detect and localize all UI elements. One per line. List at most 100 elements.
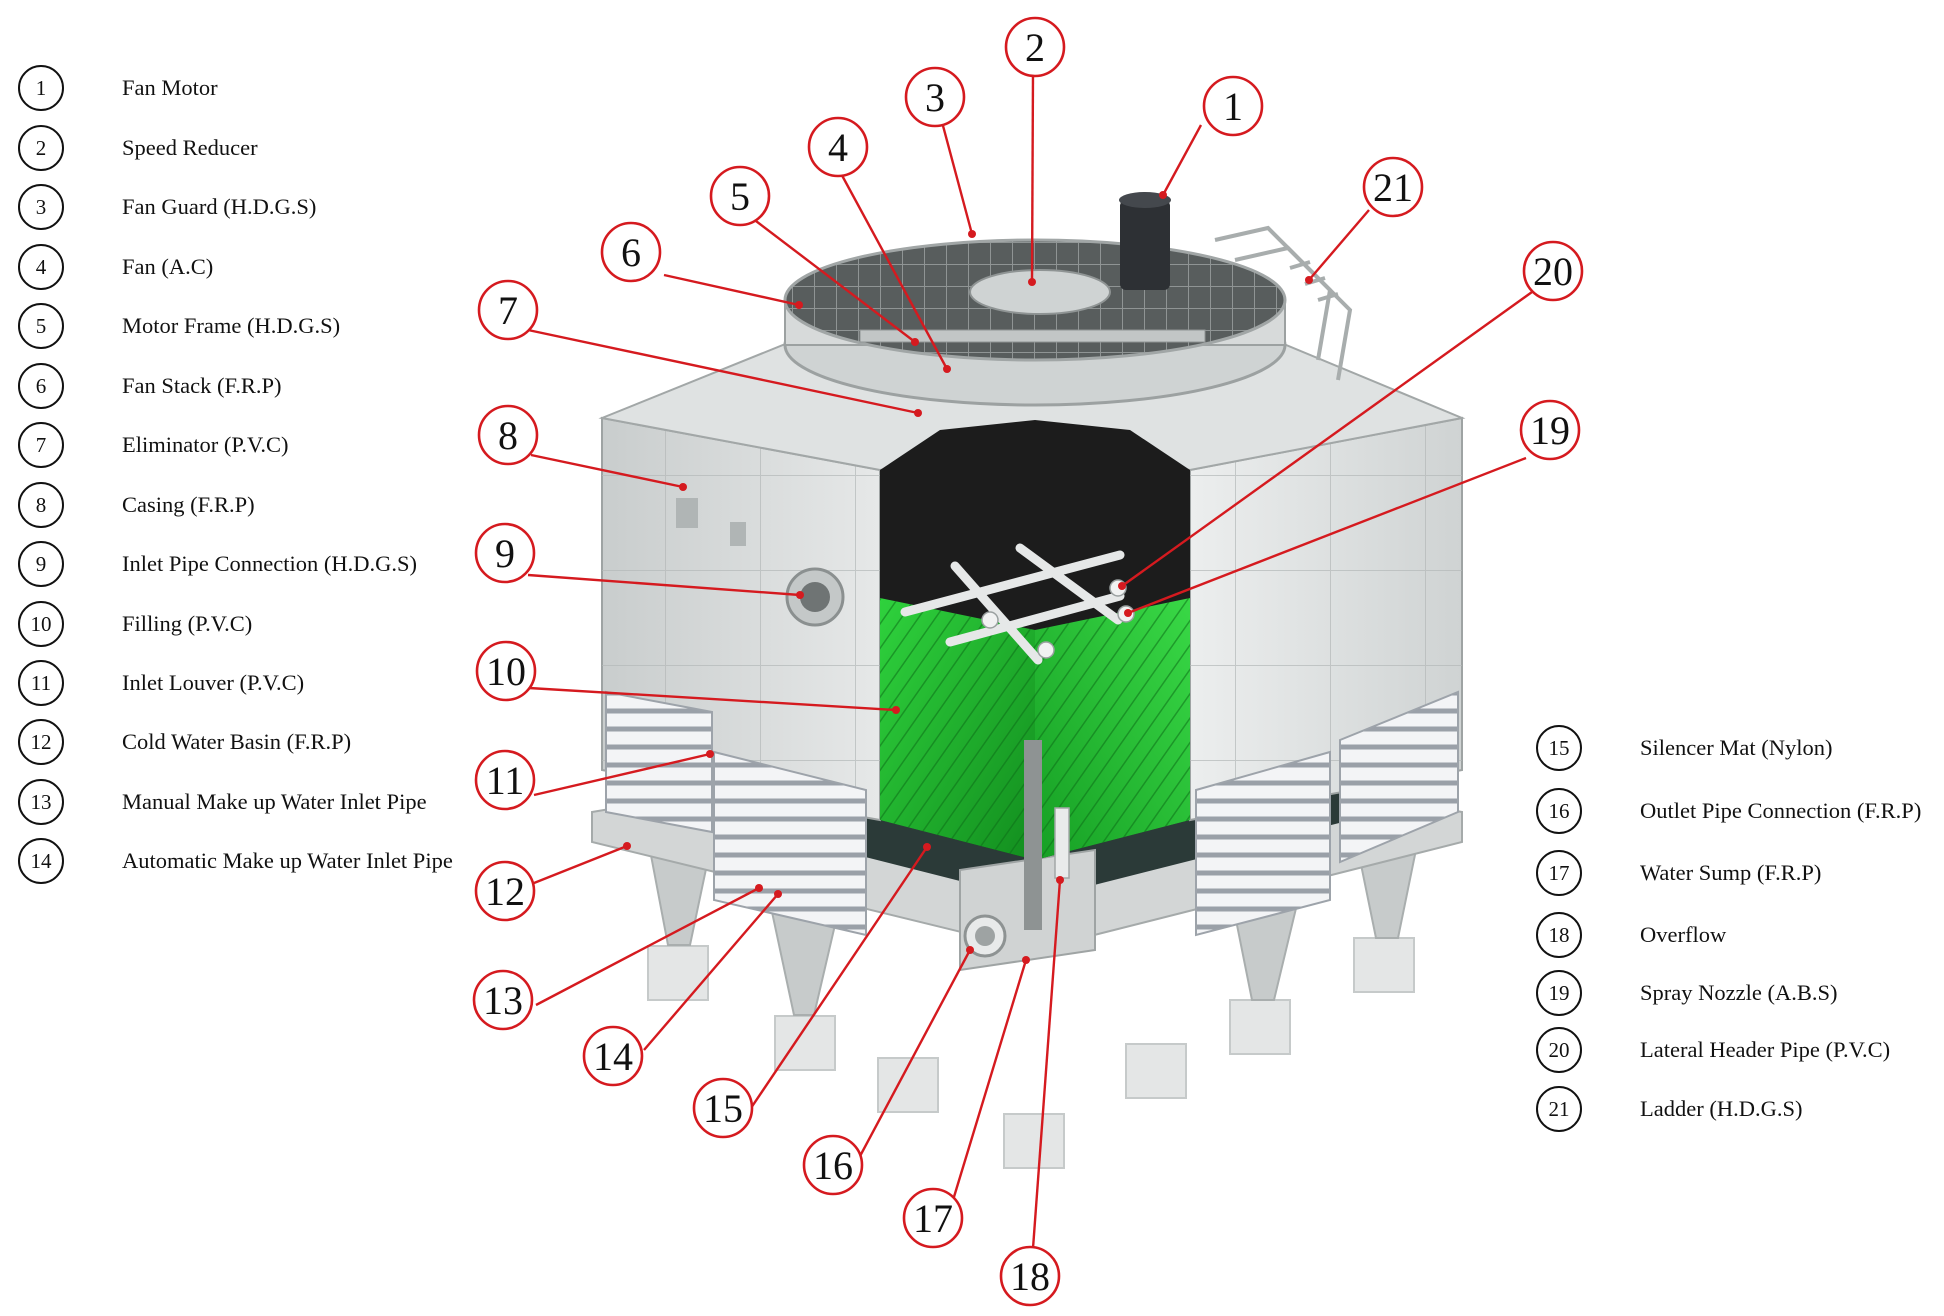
leader-lines bbox=[527, 71, 1533, 1263]
legend-item: 20 Lateral Header Pipe (P.V.C) bbox=[1536, 1026, 1890, 1074]
inlet-louvers bbox=[605, 690, 1459, 937]
legend-number: 5 bbox=[18, 303, 64, 349]
legend-item: 13 Manual Make up Water Inlet Pipe bbox=[18, 778, 427, 826]
callout-number: 15 bbox=[703, 1086, 743, 1131]
legend-item: 4 Fan (A.C) bbox=[18, 243, 213, 291]
callout-21: 21 bbox=[1362, 156, 1424, 218]
callout-number: 6 bbox=[621, 230, 641, 275]
legend-label: Eliminator (P.V.C) bbox=[122, 432, 289, 457]
callout-18: 18 bbox=[999, 1245, 1061, 1307]
legend-item: 6 Fan Stack (F.R.P) bbox=[18, 362, 281, 410]
legend-label: Lateral Header Pipe (P.V.C) bbox=[1640, 1037, 1891, 1062]
callout-19: 19 bbox=[1519, 399, 1581, 461]
callout-number: 4 bbox=[828, 125, 848, 170]
legend-label: Speed Reducer bbox=[122, 135, 258, 160]
legend-number: 21 bbox=[1536, 1086, 1582, 1132]
callout-number: 13 bbox=[483, 978, 523, 1023]
legend-item: 16 Outlet Pipe Connection (F.R.P) bbox=[1536, 787, 1921, 835]
legend-item: 12 Cold Water Basin (F.R.P) bbox=[18, 718, 351, 766]
legend-number: 15 bbox=[1536, 725, 1582, 771]
legend-label: Fan Stack (F.R.P) bbox=[122, 373, 282, 398]
legend-number: 10 bbox=[18, 601, 64, 647]
legend-item: 21 Ladder (H.D.G.S) bbox=[1536, 1085, 1802, 1133]
legend-item: 14 Automatic Make up Water Inlet Pipe bbox=[18, 837, 453, 885]
callout-number: 2 bbox=[1025, 25, 1045, 70]
callout-17: 17 bbox=[902, 1187, 964, 1249]
fan-stack bbox=[783, 192, 1287, 407]
callout-15: 15 bbox=[692, 1077, 754, 1139]
callout-8: 8 bbox=[477, 404, 539, 466]
callout-3: 3 bbox=[904, 66, 966, 128]
legend-label: Casing (F.R.P) bbox=[122, 492, 255, 517]
legend-item: 5 Motor Frame (H.D.G.S) bbox=[18, 302, 340, 350]
legend-label: Cold Water Basin (F.R.P) bbox=[122, 729, 352, 754]
callout-2: 2 bbox=[1004, 16, 1066, 78]
legend-label: Inlet Pipe Connection (H.D.G.S) bbox=[122, 551, 417, 576]
legend-number: 19 bbox=[1536, 970, 1582, 1016]
foundation-blocks bbox=[647, 937, 1415, 1169]
callout-number: 19 bbox=[1530, 408, 1570, 453]
callout-number: 14 bbox=[593, 1034, 633, 1079]
legend-label: Overflow bbox=[1640, 922, 1727, 947]
legend-number: 17 bbox=[1536, 850, 1582, 896]
legend-number: 9 bbox=[18, 541, 64, 587]
legend-number: 3 bbox=[18, 184, 64, 230]
callout-10: 10 bbox=[475, 640, 537, 702]
legend-number: 18 bbox=[1536, 912, 1582, 958]
callout-4: 4 bbox=[807, 116, 869, 178]
legend-label: Fan (A.C) bbox=[122, 254, 214, 279]
legend-item: 11 Inlet Louver (P.V.C) bbox=[18, 659, 304, 707]
callouts: 1 2 3 4 5 6 7 8 9 10 11 12 13 14 15 16 1… bbox=[472, 16, 1584, 1307]
callout-number: 18 bbox=[1010, 1254, 1050, 1299]
callout-number: 7 bbox=[498, 288, 518, 333]
legend-label: Automatic Make up Water Inlet Pipe bbox=[122, 848, 453, 873]
legend-number: 11 bbox=[18, 660, 64, 706]
legend-number: 20 bbox=[1536, 1027, 1582, 1073]
callout-number: 20 bbox=[1533, 249, 1573, 294]
callout-number: 9 bbox=[495, 531, 515, 576]
callout-number: 8 bbox=[498, 413, 518, 458]
legend-item: 9 Inlet Pipe Connection (H.D.G.S) bbox=[18, 540, 417, 588]
legend-label: Manual Make up Water Inlet Pipe bbox=[122, 789, 427, 814]
callout-number: 3 bbox=[925, 75, 945, 120]
legend-number: 16 bbox=[1536, 788, 1582, 834]
legend-item: 18 Overflow bbox=[1536, 911, 1726, 959]
legend-item: 8 Casing (F.R.P) bbox=[18, 481, 255, 529]
legend-number: 6 bbox=[18, 363, 64, 409]
leader-endpoints bbox=[623, 191, 1313, 964]
callout-1: 1 bbox=[1202, 75, 1264, 137]
callout-11: 11 bbox=[474, 749, 536, 811]
legend-number: 14 bbox=[18, 838, 64, 884]
legend-label: Motor Frame (H.D.G.S) bbox=[122, 313, 341, 338]
callout-14: 14 bbox=[582, 1025, 644, 1087]
callout-number: 21 bbox=[1373, 165, 1413, 210]
interior-cutaway bbox=[880, 420, 1190, 930]
callout-number: 12 bbox=[485, 869, 525, 914]
callout-16: 16 bbox=[802, 1134, 864, 1196]
legend-number: 7 bbox=[18, 422, 64, 468]
legend-item: 3 Fan Guard (H.D.G.S) bbox=[18, 183, 316, 231]
callout-number: 10 bbox=[486, 649, 526, 694]
legend-label: Fan Guard (H.D.G.S) bbox=[122, 194, 317, 219]
legend-number: 13 bbox=[18, 779, 64, 825]
callout-number: 1 bbox=[1223, 84, 1243, 129]
legend-label: Spray Nozzle (A.B.S) bbox=[1640, 980, 1838, 1005]
legend-number: 4 bbox=[18, 244, 64, 290]
callout-13: 13 bbox=[472, 969, 534, 1031]
legend-label: Ladder (H.D.G.S) bbox=[1640, 1096, 1803, 1121]
legend-label: Outlet Pipe Connection (F.R.P) bbox=[1640, 798, 1922, 823]
callout-7: 7 bbox=[477, 279, 539, 341]
callout-9: 9 bbox=[474, 522, 536, 584]
callout-5: 5 bbox=[709, 165, 771, 227]
legend-number: 12 bbox=[18, 719, 64, 765]
legend-item: 7 Eliminator (P.V.C) bbox=[18, 421, 288, 469]
legend-number: 8 bbox=[18, 482, 64, 528]
legend-label: Inlet Louver (P.V.C) bbox=[122, 670, 305, 695]
callout-number: 17 bbox=[913, 1196, 953, 1241]
callout-number: 16 bbox=[813, 1143, 853, 1188]
